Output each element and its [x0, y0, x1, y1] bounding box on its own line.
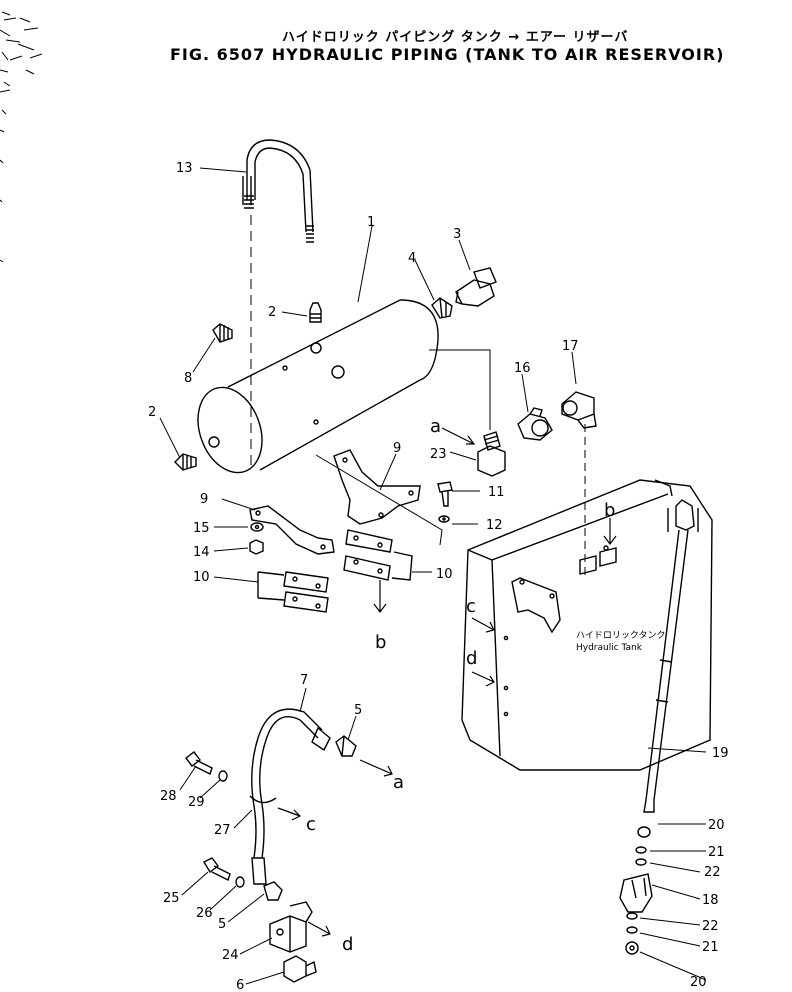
- callout-11: 11: [488, 485, 505, 500]
- callout-27: 27: [214, 823, 231, 838]
- shim-10-right: [343, 529, 413, 581]
- plug-2-left: [174, 453, 197, 471]
- ref-d-tank: d: [466, 648, 477, 669]
- elbow-17: [561, 391, 597, 575]
- rod-19: [643, 499, 699, 813]
- valve-16: [517, 407, 553, 441]
- callout-7: 7: [300, 673, 308, 688]
- ref-b-top: b: [604, 500, 615, 521]
- tank-label: ハイドロリックタンク Hydraulic Tank: [576, 630, 665, 653]
- hose-7: [249, 708, 331, 885]
- air-reservoir-1: [197, 299, 491, 546]
- ref-a-top: a: [430, 416, 441, 437]
- callout-14: 14: [193, 545, 210, 560]
- callout-20-bottom: 20: [690, 975, 707, 990]
- callout-22-top: 22: [704, 865, 721, 880]
- adapter-4: [431, 297, 453, 319]
- callout-17: 17: [562, 339, 579, 354]
- callout-19: 19: [712, 746, 729, 761]
- nut-14: [249, 539, 264, 555]
- plug-8: [212, 323, 233, 343]
- bracket-9-right: [333, 449, 421, 525]
- ref-c-tank: c: [466, 596, 476, 617]
- washer-20-top: [637, 826, 651, 838]
- callout-24: 24: [222, 948, 239, 963]
- callout-5-upper: 5: [354, 703, 362, 718]
- washer-29: [218, 770, 228, 782]
- washer-21-bottom: [626, 926, 638, 934]
- callout-10-left: 10: [193, 570, 210, 585]
- callout-23: 23: [430, 447, 447, 462]
- callout-12: 12: [486, 518, 503, 533]
- callout-1: 1: [367, 215, 375, 230]
- bracket-18: [619, 873, 653, 913]
- block-24: [269, 901, 313, 953]
- callout-29: 29: [188, 795, 205, 810]
- callout-20-top: 20: [708, 818, 725, 833]
- callout-25: 25: [163, 891, 180, 906]
- callout-13: 13: [176, 161, 193, 176]
- callout-28: 28: [160, 789, 177, 804]
- scan-noise: [0, 11, 43, 263]
- washer-21-top: [635, 846, 647, 854]
- bolt-28: [185, 751, 213, 775]
- tank-label-jp: ハイドロリックタンク: [576, 630, 665, 641]
- washer-15: [250, 522, 264, 532]
- reference-letters: a a b b c c d d: [306, 416, 615, 955]
- washer-12: [438, 515, 450, 523]
- bolt-11: [437, 481, 453, 507]
- washer-22-bottom: [626, 912, 638, 920]
- callout-18: 18: [702, 893, 719, 908]
- callout-16: 16: [514, 361, 531, 376]
- leader-lines: [159, 167, 707, 985]
- washer-22-top: [635, 858, 647, 866]
- title-japanese: ハイドロリック パイピング タンク → エアー リザーバ: [282, 30, 629, 45]
- callout-9-left: 9: [200, 492, 208, 507]
- callout-9-right: 9: [393, 441, 401, 456]
- callout-21-bottom: 21: [702, 940, 719, 955]
- bracket-9-left: [249, 505, 335, 555]
- callout-21-top: 21: [708, 845, 725, 860]
- callout-26: 26: [196, 906, 213, 921]
- callout-4: 4: [408, 251, 416, 266]
- hydraulic-tank: [461, 479, 713, 771]
- callout-6: 6: [236, 978, 244, 992]
- callout-5-lower: 5: [218, 917, 226, 932]
- callout-22-bottom: 22: [702, 919, 719, 934]
- tank-label-en: Hydraulic Tank: [576, 643, 643, 653]
- ref-c-hose: c: [306, 814, 316, 835]
- plug-2-top: [309, 302, 322, 323]
- ref-d-block: d: [342, 934, 353, 955]
- callout-3: 3: [453, 227, 461, 242]
- figure-title: FIG. 6507 HYDRAULIC PIPING (TANK TO AIR …: [170, 45, 725, 64]
- callout-10-right: 10: [436, 567, 453, 582]
- callout-8: 8: [184, 371, 192, 386]
- valve-3: [455, 267, 497, 307]
- connector-5-upper: [335, 735, 357, 757]
- ref-b-bottom: b: [375, 632, 386, 653]
- fitting-6: [283, 955, 317, 983]
- callout-15: 15: [193, 521, 210, 536]
- elbow-23: [477, 431, 506, 477]
- callout-numbers: 13 1 2 4 3 8 2 16 17 9 23 11 12 9 15 14 …: [148, 161, 729, 992]
- ref-a-bottom: a: [393, 772, 404, 793]
- washer-20-bottom: [625, 941, 639, 955]
- washer-26: [235, 876, 245, 888]
- callout-2-top: 2: [268, 305, 276, 320]
- pipe-13: [242, 139, 314, 470]
- callout-2-left: 2: [148, 405, 156, 420]
- shim-10-left: [257, 571, 329, 613]
- bolt-25: [203, 857, 231, 881]
- reference-arrows: [277, 427, 617, 937]
- connector-5-lower: [263, 881, 283, 901]
